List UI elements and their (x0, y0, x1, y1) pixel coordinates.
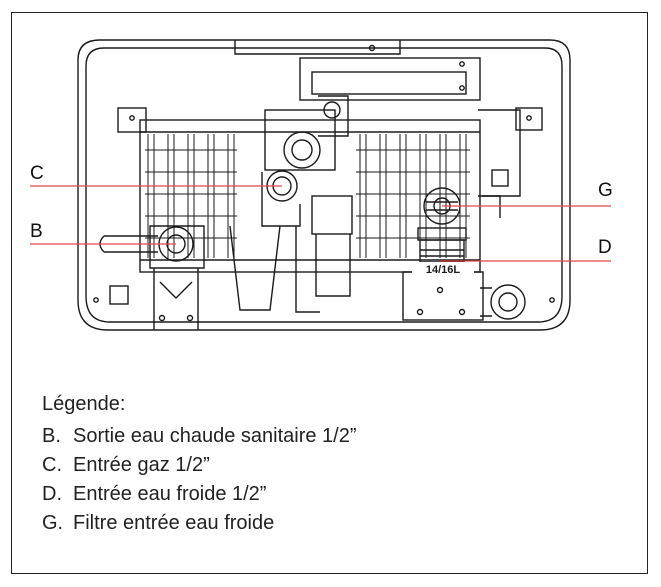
legend-key: C. (42, 454, 62, 476)
legend-key: B. (42, 425, 61, 447)
callout-label-d: D (598, 237, 612, 258)
legend-item-c: C. Entrée gaz 1/2” (42, 451, 357, 480)
legend-item-g: G. Filtre entrée eau froide (42, 509, 357, 538)
callout-label-g: G (598, 180, 613, 201)
model-badge: 14/16L (426, 264, 461, 276)
callout-label-b: B (30, 221, 43, 242)
legend-text: Sortie eau chaude sanitaire 1/2” (73, 425, 357, 447)
figure-frame (11, 12, 648, 574)
legend-text: Entrée eau froide 1/2” (73, 483, 267, 505)
legend-key: D. (42, 483, 62, 505)
legend-text: Entrée gaz 1/2” (73, 454, 210, 476)
legend-text: Filtre entrée eau froide (73, 512, 275, 534)
legend-title: Légende: (42, 393, 126, 415)
legend: Légende: B. Sortie eau chaude sanitaire … (42, 393, 357, 538)
callout-label-c: C (30, 163, 44, 184)
legend-item-d: D. Entrée eau froide 1/2” (42, 480, 357, 509)
legend-item-b: B. Sortie eau chaude sanitaire 1/2” (42, 422, 357, 451)
legend-key: G. (42, 512, 64, 534)
